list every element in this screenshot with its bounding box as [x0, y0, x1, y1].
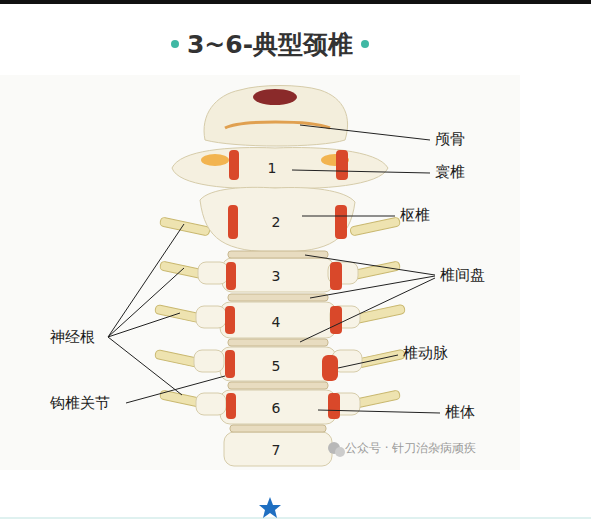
title-dot: [361, 40, 369, 48]
part-label: 钩椎关节: [50, 394, 110, 412]
skull-base: [204, 86, 348, 147]
callout-number: 5: [272, 358, 281, 375]
watermark: 公众号 · 针刀治杂病顽疾: [345, 441, 476, 455]
part-label: 椎体: [445, 403, 475, 421]
photo-ground: [0, 75, 520, 470]
callout-number: 6: [272, 400, 281, 417]
title-dot: [171, 40, 179, 48]
axis: [200, 187, 355, 252]
callout-number: 7: [272, 442, 281, 459]
title: 3~6-典型颈椎: [187, 28, 353, 61]
top-bar: [0, 0, 591, 4]
discs: [228, 251, 328, 432]
callout-number: 1: [268, 160, 277, 177]
part-label: 椎间盘: [440, 266, 485, 284]
bottom-rule: [0, 518, 591, 519]
part-label: 枢椎: [400, 206, 430, 224]
vertebral-bodies: [194, 258, 362, 466]
part-label: 神经根: [50, 328, 95, 346]
callout-number: 3: [272, 268, 281, 285]
star-icon: [259, 497, 281, 518]
callout-number: 2: [272, 214, 281, 231]
title-bar: 3~6-典型颈椎: [0, 26, 540, 62]
part-label: 椎动脉: [403, 344, 448, 362]
callout-number: 4: [272, 314, 281, 331]
vertebral-arteries: [225, 150, 348, 419]
atlas: [172, 148, 388, 189]
part-label: 寰椎: [435, 163, 465, 181]
leader-lines: [108, 125, 440, 413]
wechat-icon: [328, 442, 345, 457]
part-label: 颅骨: [435, 130, 465, 148]
